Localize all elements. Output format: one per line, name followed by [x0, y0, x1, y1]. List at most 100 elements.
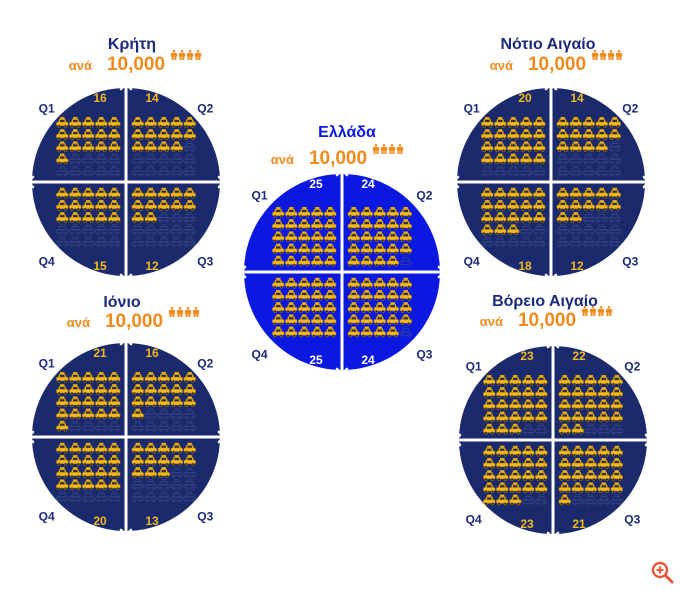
taxi-icon: [324, 206, 337, 218]
taxi-icon: [386, 326, 399, 338]
taxi-icon: [131, 141, 144, 153]
taxi-icon: [170, 224, 183, 236]
taxi-icon: [285, 326, 298, 338]
taxi-icon: [483, 470, 496, 481]
taxi-icon: [285, 289, 298, 301]
per-value: 10,000: [528, 54, 586, 75]
quarter-q3-icons: [131, 187, 196, 248]
taxi-icon: [56, 153, 69, 165]
taxi-icon: [82, 420, 95, 432]
taxi-icon: [533, 141, 546, 153]
taxi-icon: [324, 289, 337, 301]
taxi-icon: [569, 212, 582, 223]
taxi-icon: [311, 231, 324, 243]
taxi-icon: [183, 212, 196, 223]
taxi-icon: [520, 236, 533, 248]
taxi-icon: [509, 482, 522, 494]
q3-label: Q3: [622, 254, 638, 268]
taxi-icon: [595, 236, 608, 248]
taxi-icon: [170, 454, 183, 466]
taxi-icon: [386, 219, 399, 230]
taxi-icon: [144, 420, 157, 432]
taxi-icon: [535, 423, 548, 435]
taxi-icon: [183, 479, 196, 491]
taxi-icon: [584, 445, 597, 457]
taxi-icon: [108, 153, 121, 165]
taxi-icon: [272, 206, 285, 218]
taxi-icon: [56, 408, 69, 420]
quarter-q3-icons: [558, 445, 623, 506]
taxi-icon: [56, 212, 69, 223]
zoom-in-icon[interactable]: [650, 560, 674, 584]
q2-value: 16: [145, 346, 159, 360]
taxi-icon: [386, 314, 399, 326]
taxi-icon: [285, 302, 298, 313]
taxi-icon: [483, 411, 496, 423]
people-icon: [194, 50, 202, 60]
taxi-icon: [95, 129, 108, 140]
taxi-icon: [69, 371, 82, 383]
taxi-icon: [56, 236, 69, 248]
taxi-icon: [496, 470, 509, 481]
taxi-icon: [157, 212, 170, 223]
taxi-icon: [69, 479, 82, 491]
quarter-q2-icons: [131, 371, 196, 432]
taxi-icon: [56, 454, 69, 466]
taxi-icon: [69, 408, 82, 420]
taxi-icon: [507, 153, 520, 165]
q2-label: Q2: [624, 360, 640, 374]
taxi-icon: [571, 494, 584, 506]
taxi-icon: [56, 420, 69, 432]
taxi-icon: [82, 442, 95, 454]
taxi-icon: [183, 187, 196, 199]
taxi-icon: [533, 236, 546, 248]
people-icon: [605, 306, 613, 316]
taxi-icon: [347, 302, 360, 313]
taxi-icon: [595, 153, 608, 165]
q2-label: Q2: [197, 357, 213, 371]
taxi-icon: [597, 494, 610, 506]
q4-label: Q4: [39, 254, 55, 268]
taxi-icon: [69, 467, 82, 478]
taxi-icon: [170, 408, 183, 420]
taxi-icon: [144, 442, 157, 454]
taxi-icon: [483, 423, 496, 435]
taxi-icon: [95, 396, 108, 408]
q2-value: 24: [361, 177, 375, 191]
taxi-icon: [311, 314, 324, 326]
taxi-icon: [556, 199, 569, 211]
taxi-icon: [347, 206, 360, 218]
per-label: ανά: [69, 58, 92, 73]
taxi-icon: [183, 224, 196, 236]
taxi-icon: [373, 219, 386, 230]
taxi-icon: [157, 454, 170, 466]
taxi-icon: [95, 224, 108, 236]
taxi-icon: [157, 153, 170, 165]
taxi-icon: [170, 187, 183, 199]
taxi-icon: [556, 116, 569, 128]
taxi-icon: [95, 199, 108, 211]
taxi-icon: [481, 236, 494, 248]
taxi-icon: [82, 116, 95, 128]
taxi-icon: [347, 219, 360, 230]
q2-label: Q2: [622, 102, 638, 116]
taxi-icon: [131, 384, 144, 395]
taxi-icon: [324, 231, 337, 243]
taxi-icon: [571, 457, 584, 469]
q1-label: Q1: [466, 360, 482, 374]
taxi-icon: [571, 482, 584, 494]
taxi-icon: [399, 277, 412, 289]
taxi-icon: [509, 374, 522, 386]
taxi-icon: [157, 371, 170, 383]
taxi-icon: [82, 479, 95, 491]
taxi-icon: [69, 153, 82, 165]
taxi-icon: [496, 411, 509, 423]
per-label: ανά: [271, 152, 294, 167]
taxi-icon: [535, 374, 548, 386]
taxi-icon: [509, 411, 522, 423]
taxi-icon: [82, 187, 95, 199]
taxi-icon: [56, 371, 69, 383]
q1-label: Q1: [252, 189, 268, 203]
q4-label: Q4: [466, 512, 482, 526]
